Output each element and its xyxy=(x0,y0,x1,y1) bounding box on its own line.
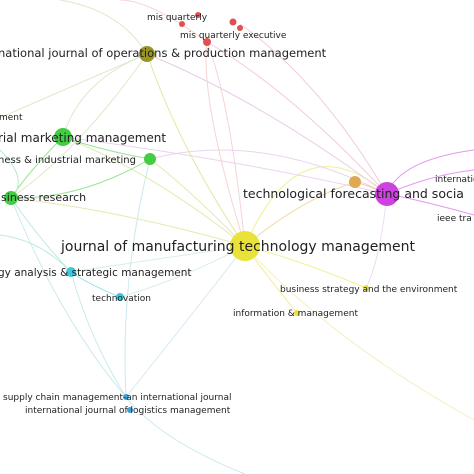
edge xyxy=(119,245,246,298)
label-jbr: isiness research xyxy=(0,191,86,204)
edge xyxy=(0,234,72,273)
edge xyxy=(125,396,246,474)
edge xyxy=(62,136,246,247)
node-jbim[interactable] xyxy=(144,153,156,165)
edge xyxy=(125,245,246,398)
edge xyxy=(10,136,64,199)
node-layer xyxy=(4,12,399,413)
label-ment: ment xyxy=(0,113,23,123)
label-tfsc: technological forecasting and socia xyxy=(243,186,464,201)
node-bse[interactable] xyxy=(363,285,369,291)
edge xyxy=(10,158,151,199)
node-ijlm[interactable] xyxy=(127,407,133,413)
label-ieee: ieee tra xyxy=(437,214,472,224)
node-red-small[interactable] xyxy=(195,12,201,18)
label-internatio: internatio xyxy=(435,175,474,185)
edge xyxy=(62,136,388,195)
edge xyxy=(205,41,246,247)
node-im[interactable] xyxy=(294,310,300,316)
label-mis-quarterly-executive: mis quarterly executive xyxy=(180,31,287,41)
label-jbim: ness & industrial marketing xyxy=(0,155,136,166)
label-jmtm: journal of manufacturing technology mana… xyxy=(60,239,415,255)
node-red-small[interactable] xyxy=(237,25,243,31)
node-tfsc[interactable] xyxy=(375,182,399,206)
edge xyxy=(239,23,388,195)
edge xyxy=(206,41,246,247)
node-jmtm[interactable] xyxy=(230,231,260,261)
edge xyxy=(119,0,208,43)
node-technovation[interactable] xyxy=(116,293,124,301)
edge xyxy=(70,271,127,398)
edge xyxy=(62,53,148,138)
label-layer: mis quarterly mis quarterly executive na… xyxy=(0,13,474,416)
node-ijopm[interactable] xyxy=(139,46,155,62)
edge xyxy=(59,0,148,55)
edge xyxy=(0,53,148,119)
node-imm[interactable] xyxy=(54,128,72,146)
node-red-small[interactable] xyxy=(229,18,237,26)
edge xyxy=(206,41,388,195)
node-jbr[interactable] xyxy=(4,191,18,205)
node-tasm[interactable] xyxy=(66,267,76,277)
edge xyxy=(10,197,127,398)
label-ijopm: national journal of operations & product… xyxy=(0,46,327,60)
label-tasm: gy analysis & strategic management xyxy=(0,267,192,279)
edge xyxy=(124,158,151,398)
edge xyxy=(146,53,246,247)
label-im: information & management xyxy=(233,309,358,319)
edge xyxy=(10,197,72,273)
label-mis-quarterly: mis quarterly xyxy=(147,13,208,23)
edge xyxy=(146,53,388,195)
node-orange[interactable] xyxy=(349,176,361,188)
edge xyxy=(10,197,246,247)
node-mis-quarterly[interactable] xyxy=(203,38,211,46)
node-scm[interactable] xyxy=(123,394,129,400)
label-technovation: technovation xyxy=(92,294,151,304)
edge xyxy=(244,245,474,421)
edge xyxy=(10,53,148,199)
label-scm: supply chain management-an international… xyxy=(3,393,231,403)
edge xyxy=(365,193,388,289)
node-red-small[interactable] xyxy=(179,21,185,27)
edge xyxy=(70,245,246,273)
edge xyxy=(149,158,246,247)
label-imm: rial marketing management xyxy=(0,131,166,145)
label-ijlm: international journal of logistics manag… xyxy=(25,406,231,416)
edge xyxy=(244,181,356,247)
label-bse: business strategy and the environment xyxy=(280,285,458,295)
